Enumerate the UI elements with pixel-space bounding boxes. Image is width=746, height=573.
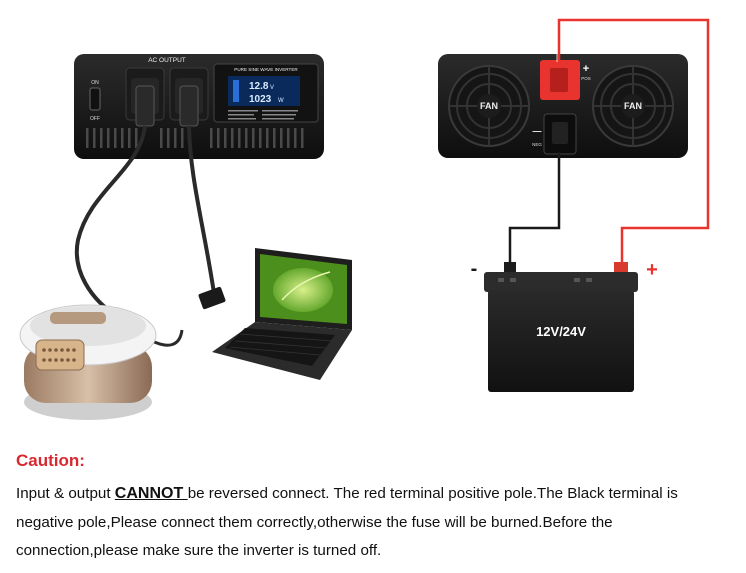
neg-label: NEG xyxy=(532,142,542,147)
readout-power: 1023 xyxy=(249,94,272,105)
caution-rest: be reversed connect. The red terminal po… xyxy=(16,485,678,559)
display-title: PURE SINE WAVE INVERTER xyxy=(234,67,298,72)
battery: 12V/24V xyxy=(484,262,638,392)
wiring-illustration: AC OUTPUT ON OFF PURE SINE WAVE INVERTER… xyxy=(19,18,710,420)
battery-voltage-label: 12V/24V xyxy=(536,324,586,339)
switch-on-label: ON xyxy=(91,80,99,86)
positive-wire xyxy=(557,18,710,262)
battery-minus-sign: - xyxy=(471,258,478,280)
switch-off-label: OFF xyxy=(90,116,100,122)
inverter-back-panel: FAN FAN + POS — NEG xyxy=(438,54,688,158)
status-indicator-legend xyxy=(228,110,298,120)
pos-label: POS xyxy=(581,76,591,81)
fan-left-label: FAN xyxy=(480,101,498,111)
rice-cooker-appliance xyxy=(19,304,157,420)
pos-symbol: + xyxy=(583,63,589,75)
neg-symbol: — xyxy=(533,126,542,136)
power-switch[interactable] xyxy=(89,87,101,111)
fan-left xyxy=(448,65,530,147)
caution-prefix: Input & output xyxy=(16,485,115,502)
laptop-power-cord xyxy=(187,125,217,301)
caution-emphasis: CANNOT xyxy=(114,485,188,502)
negative-wire xyxy=(508,152,561,264)
ac-output-label: AC OUTPUT xyxy=(148,57,186,64)
battery-plus-sign: + xyxy=(646,259,658,281)
laptop-appliance xyxy=(198,248,352,380)
battery-positive-post[interactable] xyxy=(614,262,628,274)
fan-right xyxy=(592,65,674,147)
cooker-power-cord xyxy=(74,125,147,320)
inverter-front-panel: AC OUTPUT ON OFF PURE SINE WAVE INVERTER… xyxy=(74,54,324,159)
front-vents xyxy=(86,128,304,148)
readout-power-unit: W xyxy=(278,98,284,104)
fan-right-label: FAN xyxy=(624,101,642,111)
caution-title: Caution: xyxy=(16,451,85,470)
readout-voltage: 12.8 xyxy=(249,81,269,92)
battery-level-icon xyxy=(233,80,239,102)
readout-voltage-unit: V xyxy=(270,85,274,91)
caution-text: Input & output CANNOT be reversed connec… xyxy=(16,480,732,566)
